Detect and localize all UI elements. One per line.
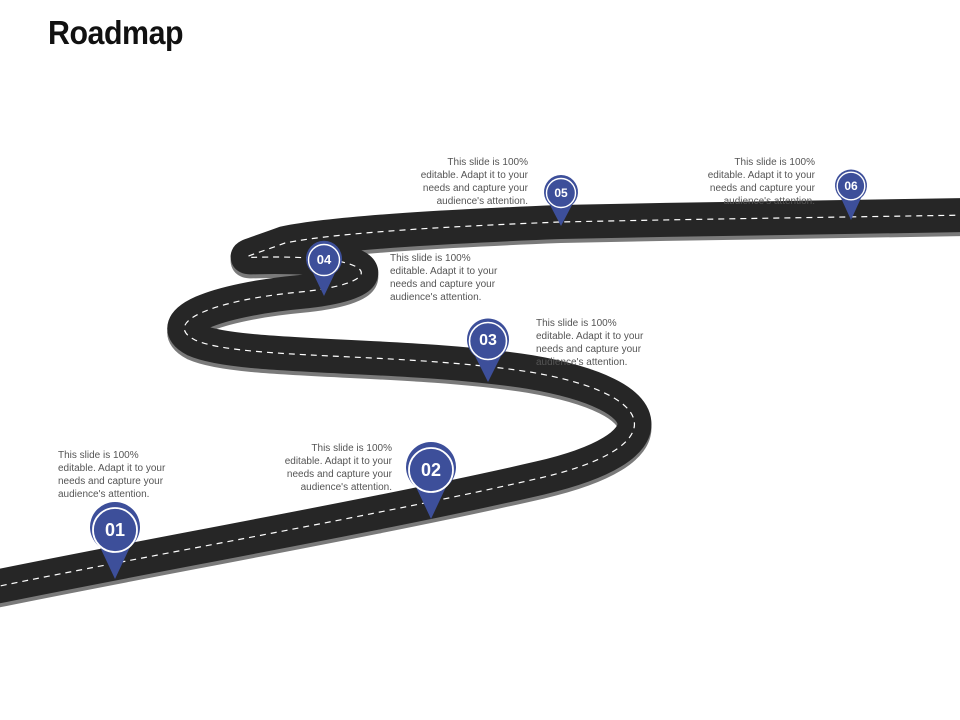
stage-4-number: 04 (316, 252, 332, 267)
map-pin-icon (467, 318, 509, 382)
map-pin-icon (835, 169, 867, 220)
map-pin-icon (406, 442, 456, 519)
map-pin-icon (544, 175, 578, 226)
stage-6-marker[interactable]: 06 (834, 169, 868, 220)
stage-6-description: This slide is 100% editable. Adapt it to… (707, 157, 815, 207)
stage-5-description: This slide is 100% editable. Adapt it to… (420, 157, 528, 207)
stage-3-number: 03 (479, 332, 497, 349)
stage-3-marker[interactable]: 03 (466, 318, 510, 382)
stage-2-number: 02 (420, 460, 442, 480)
stage-4-description: This slide is 100% editable. Adapt it to… (390, 253, 498, 303)
road-center-line (0, 214, 960, 587)
stage-1-marker[interactable]: 01 (89, 502, 141, 579)
stage-5-marker[interactable]: 05 (543, 175, 579, 226)
map-pin-icon (306, 240, 342, 296)
stage-2-marker[interactable]: 02 (405, 442, 457, 519)
stage-4-marker[interactable]: 04 (305, 240, 343, 296)
stage-1-description: This slide is 100% editable. Adapt it to… (58, 450, 166, 500)
stage-3-description: This slide is 100% editable. Adapt it to… (536, 318, 644, 368)
stage-2-description: This slide is 100% editable. Adapt it to… (284, 443, 392, 493)
stage-1-number: 01 (104, 520, 126, 540)
map-pin-icon (90, 502, 140, 579)
stage-6-number: 06 (844, 179, 858, 193)
stage-5-number: 05 (554, 186, 568, 200)
page-title: Roadmap (48, 14, 184, 51)
